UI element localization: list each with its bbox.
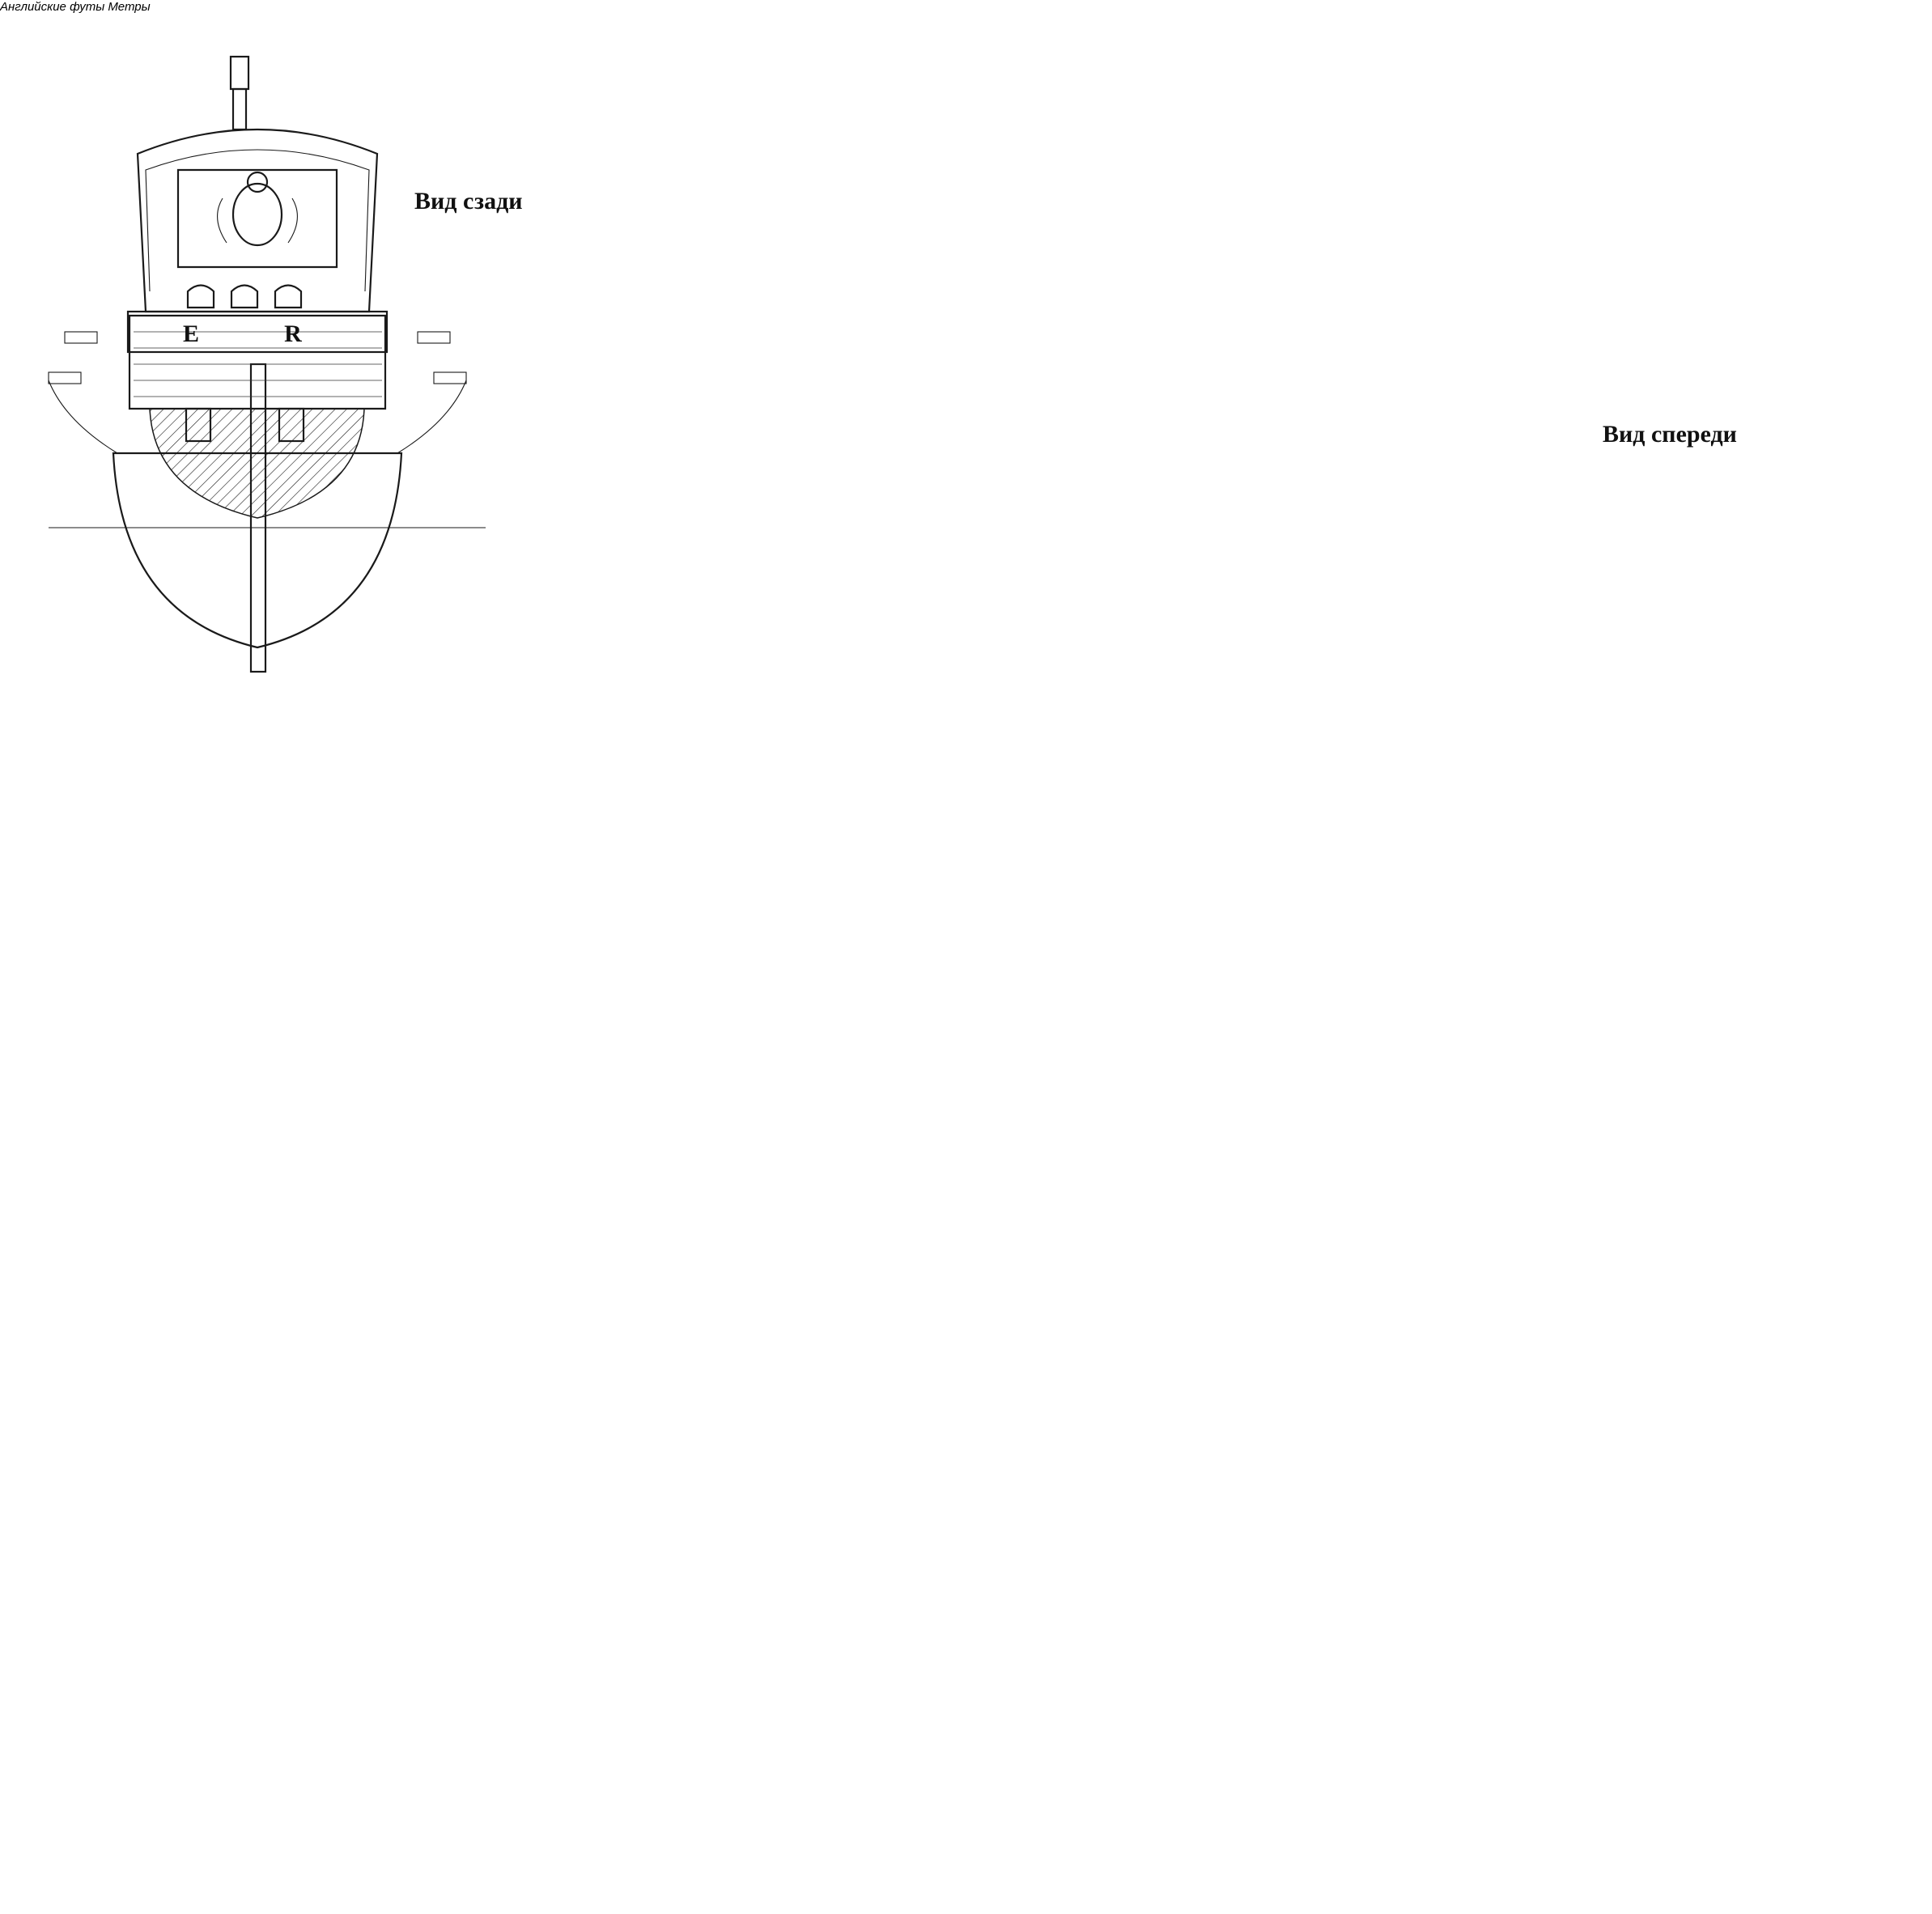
stern-view: E R: [48, 55, 486, 673]
royal-coat-of-arms: [217, 171, 298, 247]
stern-gunport-right: [278, 407, 305, 443]
scale-bar: Английские футы Метры: [0, 0, 151, 14]
stern-planking: [134, 331, 382, 397]
scale-label-metres: Метры: [108, 0, 151, 14]
scale-label-feet: Английские футы: [0, 0, 105, 14]
stern-arch-windows: [186, 284, 303, 309]
stern-letter-e: E: [183, 320, 199, 347]
front-view-label: Вид спереди: [1603, 421, 1737, 448]
stern-letter-r: R: [284, 320, 302, 347]
stern-gunport-left: [185, 407, 212, 443]
stern-view-label: Вид сзади: [414, 188, 523, 214]
